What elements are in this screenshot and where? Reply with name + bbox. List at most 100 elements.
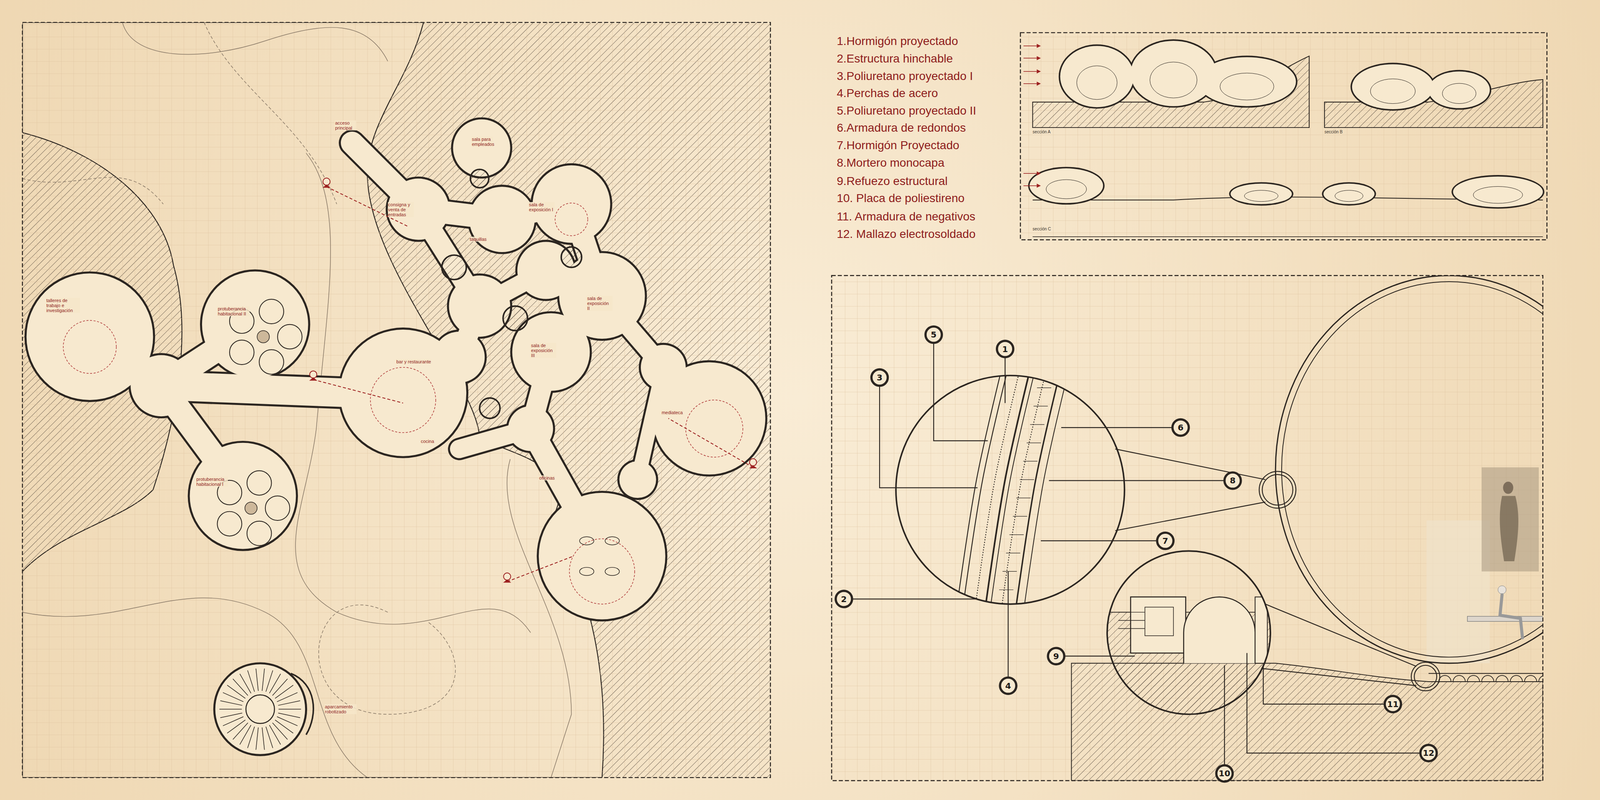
shell-interior xyxy=(1352,64,1434,110)
material-legend-item: 6.Armadura de redondos xyxy=(836,121,966,135)
shell-outline xyxy=(1451,175,1545,209)
room-floor xyxy=(640,345,686,390)
patio xyxy=(441,255,467,280)
rebar-tick xyxy=(1030,424,1045,425)
magnifier-tangent xyxy=(1261,668,1417,686)
room-floor xyxy=(449,275,511,337)
detail-content xyxy=(831,275,1543,781)
callout-number: 3 xyxy=(876,373,883,382)
section-arrow xyxy=(749,465,758,469)
callout-number: 4 xyxy=(1005,681,1012,690)
seated-body xyxy=(1500,595,1523,638)
leader-line xyxy=(1040,540,1158,542)
wall-layer xyxy=(962,367,1008,613)
section-cut-line xyxy=(313,379,404,403)
contour-line xyxy=(22,597,368,778)
level-mark xyxy=(1023,83,1037,84)
parking-bay xyxy=(220,700,243,706)
shell-inner-line xyxy=(1370,78,1416,104)
shell-interior xyxy=(1230,183,1292,205)
room-floor xyxy=(538,492,666,620)
pod-core xyxy=(257,330,270,343)
furniture-zone xyxy=(63,320,117,374)
photo-backdrop xyxy=(1426,520,1490,664)
parking-bay xyxy=(219,708,243,710)
material-legend-item: 11. Armadura de negativos xyxy=(836,210,976,224)
material-legend-item: 4.Perchas de acero xyxy=(836,86,938,100)
room-label: sala para empleados xyxy=(471,136,493,147)
callout-circle xyxy=(1224,472,1241,489)
parking-bay xyxy=(269,673,281,694)
room-label: sala de exposición III xyxy=(530,342,557,358)
callout-number: 12 xyxy=(1422,748,1435,758)
callout-circle xyxy=(925,326,942,343)
material-legend-item: 9.Refuezo estructural xyxy=(836,174,948,188)
material-legend-item: 7.Hormigón Proyectado xyxy=(836,138,960,153)
wall-layer xyxy=(984,367,1031,613)
patio xyxy=(470,169,489,188)
callout-number: 9 xyxy=(1053,652,1060,661)
level-arrow xyxy=(1036,69,1041,74)
panel-border xyxy=(1020,32,1548,240)
callout-number: 10 xyxy=(1218,769,1231,778)
detail-grid xyxy=(831,275,1543,781)
floor-arch xyxy=(1438,675,1451,682)
shell-outline xyxy=(1350,62,1435,111)
shell-interior xyxy=(1428,71,1490,108)
room-floor xyxy=(130,355,192,417)
leader-line xyxy=(879,385,978,488)
material-legend-item: 1.Hormigón proyectado xyxy=(836,34,958,48)
parking-bay xyxy=(255,727,259,750)
material-legend-item: 3.Poliuretano proyectado I xyxy=(836,69,973,83)
parking-bay xyxy=(222,716,244,726)
level-mark xyxy=(1023,45,1037,46)
pod-core xyxy=(245,502,258,515)
section-arrow xyxy=(502,579,512,583)
footing-bar xyxy=(1118,628,1145,629)
floor-arch xyxy=(1538,675,1543,682)
room-label: consigna y venta de entradas xyxy=(387,202,414,218)
floor-arch xyxy=(1481,675,1494,682)
room-floor xyxy=(387,178,450,240)
level-arrow xyxy=(1036,81,1041,86)
room-floor xyxy=(452,119,510,177)
pod-cell xyxy=(247,470,272,496)
shell-interior xyxy=(1029,168,1103,203)
footing-bar xyxy=(1118,612,1145,613)
photo-figure xyxy=(1481,467,1539,572)
room-label: sala de exposición II xyxy=(586,295,613,311)
parking-bay xyxy=(247,726,255,748)
section-mark xyxy=(309,370,317,378)
wall-layer xyxy=(1023,367,1070,613)
callout-circle xyxy=(1216,765,1233,782)
footing-bar xyxy=(1118,620,1145,621)
parking-bay xyxy=(240,725,252,745)
shell-inner xyxy=(1281,281,1543,658)
room-label: taquillas xyxy=(469,236,488,242)
pod-cell xyxy=(265,495,290,521)
section-arrow xyxy=(322,184,331,188)
table-symbol xyxy=(579,567,594,576)
shell-outline xyxy=(1322,182,1377,206)
leader-line xyxy=(852,598,978,600)
material-legend-item: 2.Estructura hinchable xyxy=(836,52,953,66)
callout-circle xyxy=(1157,532,1174,549)
furniture-zone xyxy=(569,538,635,605)
detail-locator xyxy=(1259,471,1296,508)
room-label: protuberancia habitacional I xyxy=(195,476,228,487)
parking-ramp xyxy=(290,673,314,735)
room-label: oficinas xyxy=(538,475,555,481)
section-title: sección C xyxy=(1032,226,1051,232)
shell-inner-line xyxy=(1244,190,1279,202)
figure-body xyxy=(1500,495,1519,562)
room-outline xyxy=(536,490,668,622)
room-label: mediateca xyxy=(661,410,684,415)
table-symbol xyxy=(605,536,620,545)
parking-bay xyxy=(278,712,301,718)
callout-circle xyxy=(835,590,853,608)
wall-layer xyxy=(974,367,1021,613)
callout-circle xyxy=(1047,647,1065,665)
callout-circle xyxy=(1172,419,1189,436)
